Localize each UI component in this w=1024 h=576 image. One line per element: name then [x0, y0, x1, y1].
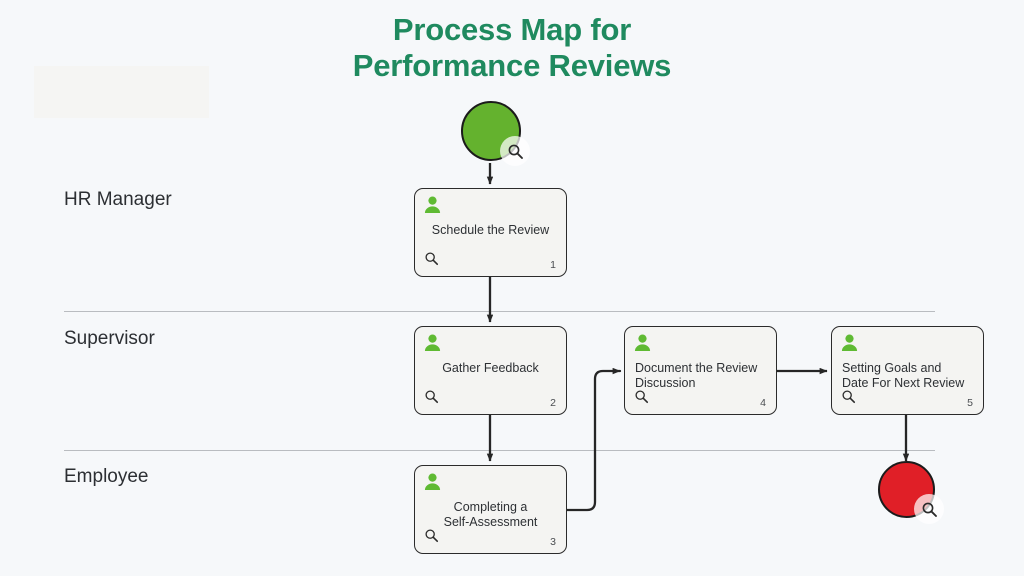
lane-label-employee: Employee: [64, 466, 149, 487]
task-label: Gather Feedback: [442, 361, 539, 375]
task-number: 2: [550, 397, 556, 409]
task-number: 4: [760, 397, 766, 409]
header-plate: [34, 66, 209, 118]
person-icon: [424, 334, 441, 357]
lane-divider-supervisor: [64, 311, 935, 312]
magnifier-icon[interactable]: [424, 251, 439, 271]
end-event-node[interactable]: [878, 461, 944, 524]
person-icon: [841, 334, 858, 357]
task-label: Schedule the Review: [431, 223, 550, 237]
start-event-node[interactable]: [461, 101, 530, 166]
task-label: Completing a Self-Assessment: [443, 500, 538, 529]
task-label: Document the Review Discussion: [635, 361, 758, 390]
lane-divider-employee: [64, 450, 935, 451]
magnifier-icon[interactable]: [500, 136, 530, 166]
person-icon: [424, 196, 441, 219]
task-node-schedule-the-review[interactable]: Schedule the Review 1: [414, 188, 567, 277]
person-icon: [424, 473, 441, 496]
magnifier-icon[interactable]: [634, 389, 649, 409]
magnifier-icon[interactable]: [424, 389, 439, 409]
task-number: 5: [967, 397, 973, 409]
page-title-line-1: Process Map for: [392, 12, 632, 47]
page-title: Process Map for Performance Reviews: [262, 12, 762, 84]
task-node-gather-feedback[interactable]: Gather Feedback 2: [414, 326, 567, 415]
magnifier-icon[interactable]: [841, 389, 856, 409]
task-label: Setting Goals and Date For Next Review: [842, 361, 965, 390]
task-number: 3: [550, 536, 556, 548]
task-node-setting-goals-and-date-for-next-review[interactable]: Setting Goals and Date For Next Review 5: [831, 326, 984, 415]
page-title-line-2: Performance Reviews: [352, 48, 672, 83]
magnifier-icon[interactable]: [914, 494, 944, 524]
task-number: 1: [550, 259, 556, 271]
task-node-completing-a-self-assessment[interactable]: Completing a Self-Assessment 3: [414, 465, 567, 554]
person-icon: [634, 334, 651, 357]
task-node-document-the-review-discussion[interactable]: Document the Review Discussion 4: [624, 326, 777, 415]
flow-task-3-to-task-4: [565, 367, 622, 512]
lane-label-supervisor: Supervisor: [64, 328, 155, 349]
magnifier-icon[interactable]: [424, 528, 439, 548]
lane-label-hr-manager: HR Manager: [64, 189, 172, 210]
